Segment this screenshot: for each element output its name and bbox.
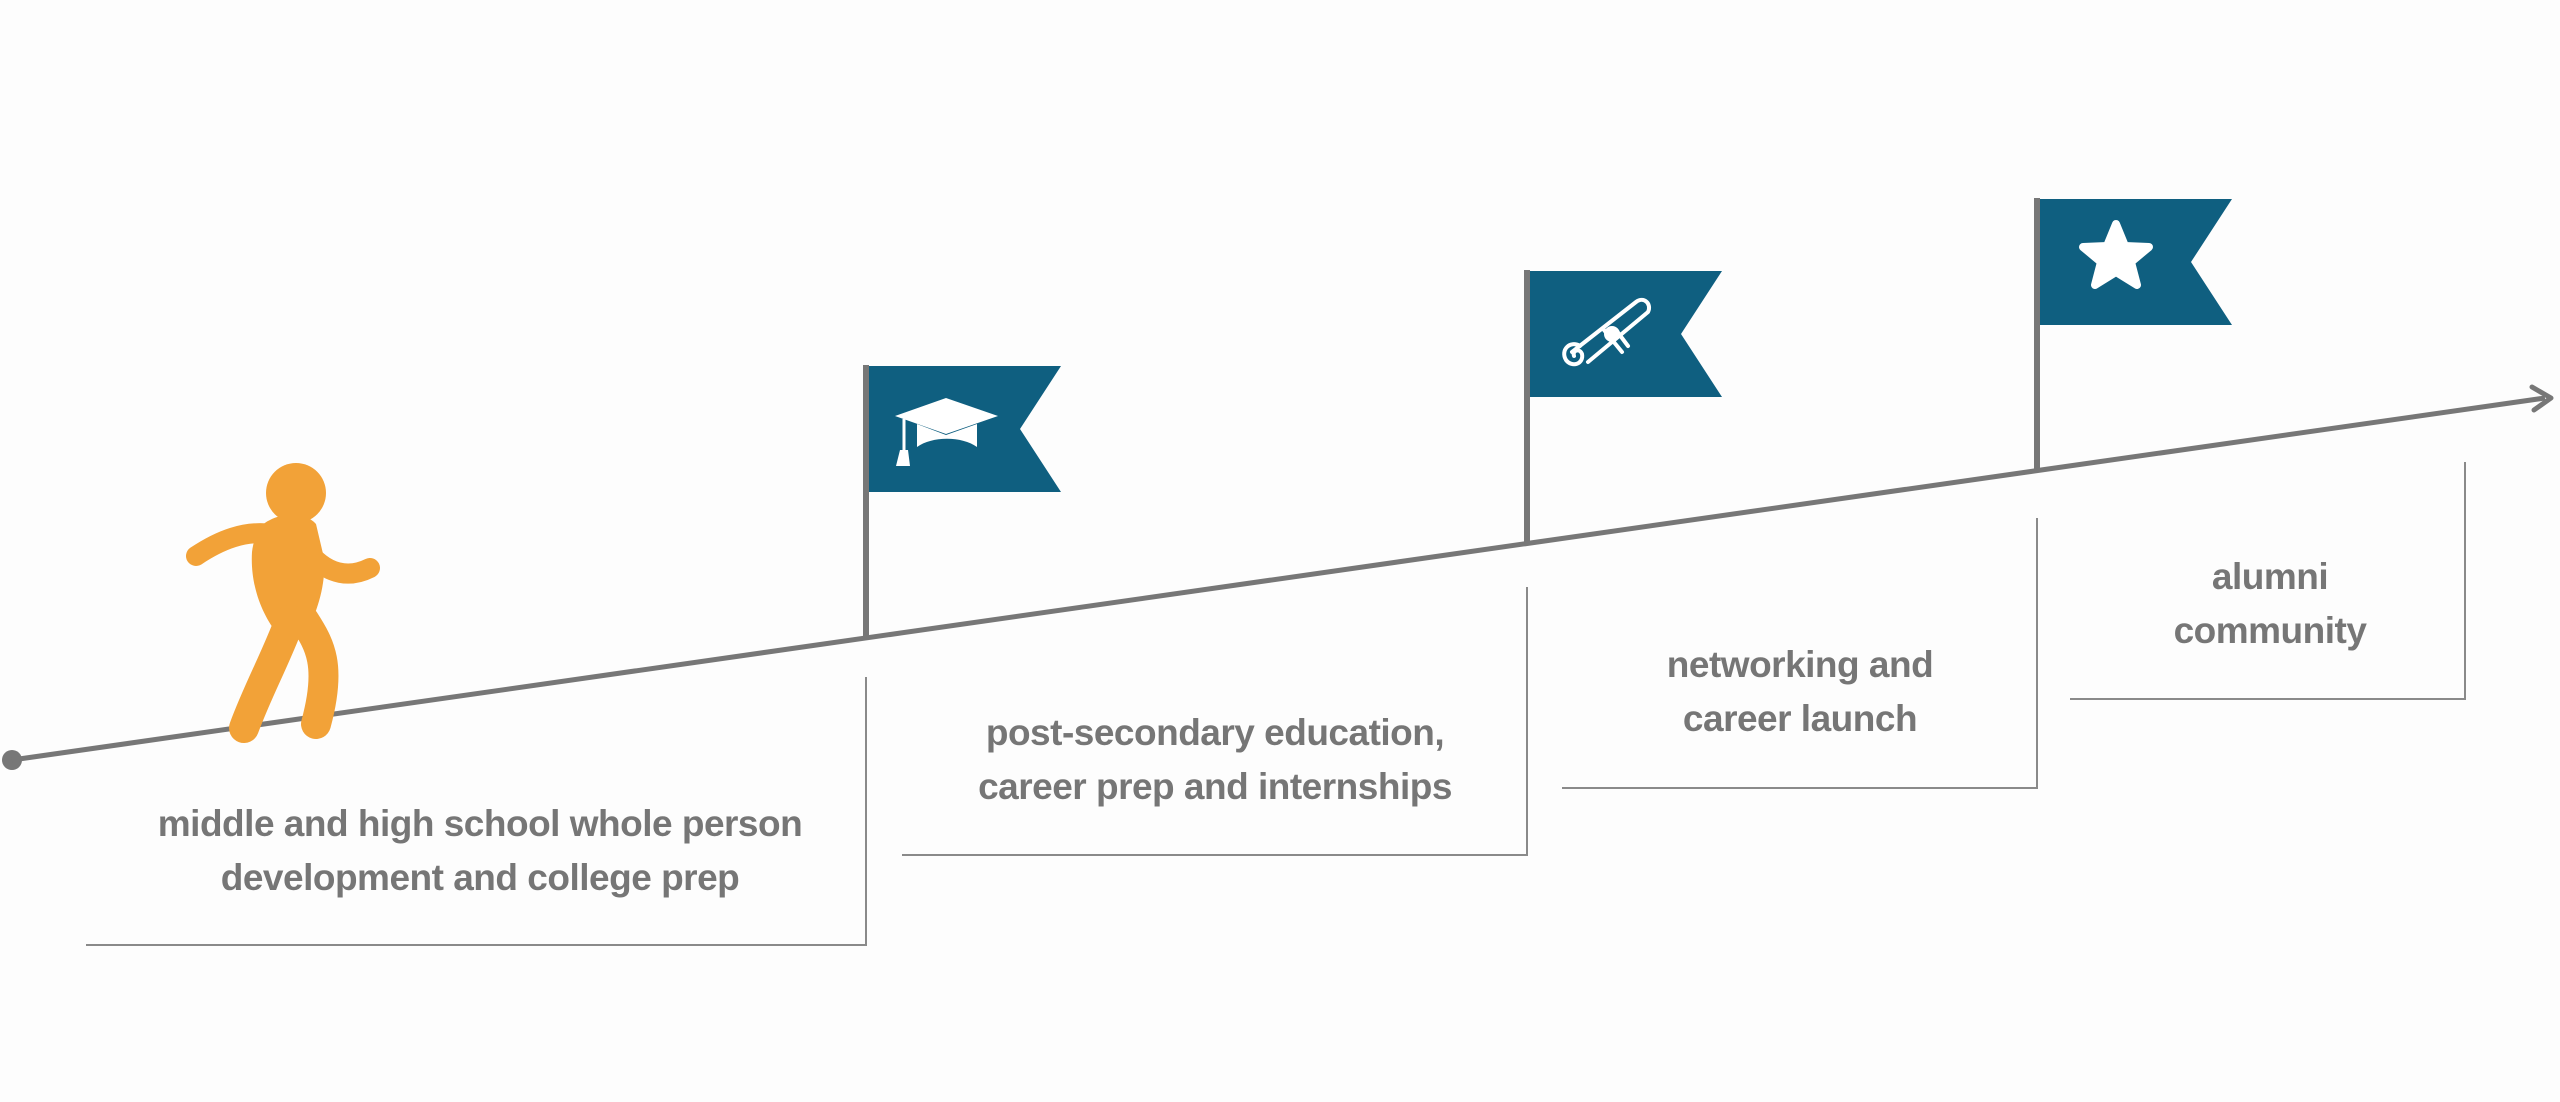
walking-person-icon xyxy=(186,463,380,743)
stage-1-guide xyxy=(86,677,867,946)
stage-4-label: alumni community xyxy=(2120,550,2420,658)
flag-2-banner xyxy=(1530,271,1722,397)
diploma-scroll-icon xyxy=(1562,297,1651,367)
stage-1-label: middle and high school whole person deve… xyxy=(120,797,840,905)
path-line xyxy=(11,395,2546,763)
stage-4-label-line-2: community xyxy=(2173,610,2367,651)
star-icon xyxy=(2079,220,2153,289)
stage-1-label-line-2: development and college prep xyxy=(220,857,740,898)
graduation-cap-icon xyxy=(895,398,998,466)
flag-1 xyxy=(863,365,1061,638)
stage-2-label: post-secondary education, career prep an… xyxy=(940,706,1490,814)
path-arrowhead xyxy=(2529,384,2554,413)
progress-path xyxy=(2,384,2554,770)
flag-2 xyxy=(1524,270,1722,543)
stage-3-label-line-1: networking and xyxy=(1666,644,1934,685)
stage-3-guide xyxy=(1562,518,2038,789)
stage-guides xyxy=(86,462,2466,946)
stage-3-label-line-2: career launch xyxy=(1682,698,1918,739)
stage-3-label: networking and career launch xyxy=(1600,638,2000,746)
stage-2-guide xyxy=(902,587,1528,856)
stage-4-label-line-1: alumni xyxy=(2211,556,2329,597)
stage-1-label-line-1: middle and high school whole person xyxy=(157,803,803,844)
stage-2-label-line-2: career prep and internships xyxy=(978,766,1452,807)
stage-4-guide xyxy=(2070,462,2466,700)
stage-2-label-line-1: post-secondary education, xyxy=(985,712,1445,753)
flag-3 xyxy=(2034,198,2232,471)
